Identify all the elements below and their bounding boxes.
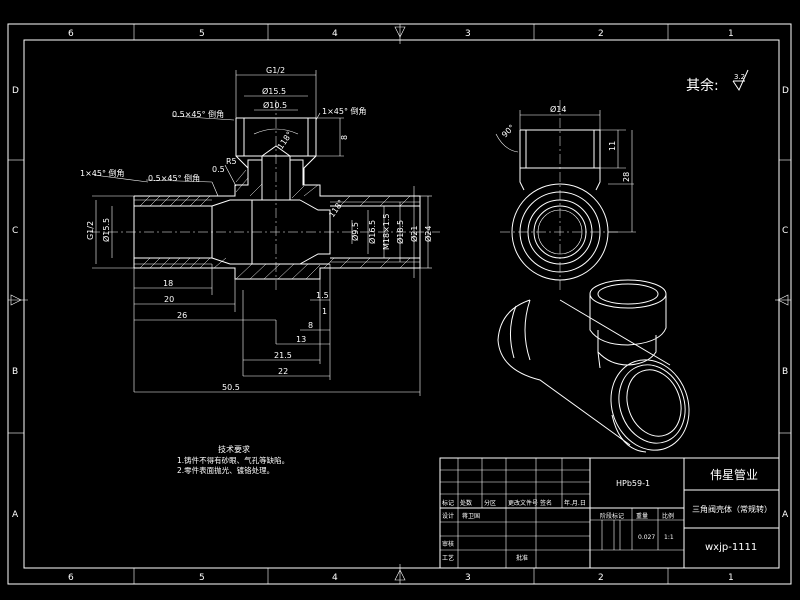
tb-part-name: 三角阀壳体（常规转） <box>692 504 772 514</box>
zone-right-a: A <box>782 510 789 520</box>
dim-1: 1 <box>322 307 327 316</box>
dim-28: 28 <box>622 172 631 182</box>
tb-label-count: 处数 <box>460 499 472 507</box>
dim-g12-top: G1/2 <box>266 66 285 75</box>
section-hatching <box>139 169 411 280</box>
tb-stage-label: 阶段标记 <box>600 512 624 520</box>
tb-design-label: 设计 <box>442 512 454 520</box>
chamfer-top-left: 0.5×45° 倒角 <box>172 109 224 119</box>
dim-r05: 0.5 <box>212 165 225 174</box>
tb-process-label: 工艺 <box>442 554 454 562</box>
zone-left-a: A <box>12 510 19 520</box>
tb-designer: 蒋卫国 <box>462 512 480 520</box>
dim-d24: Ø24 <box>423 226 433 242</box>
dim-20: 20 <box>164 295 174 304</box>
dim-8: 8 <box>308 321 313 330</box>
roughness-value: 3.2 <box>734 73 745 81</box>
dim-m18: M18×1.5 <box>382 213 391 250</box>
isometric-view <box>497 279 690 453</box>
title-block-text: HPb59-1 伟星管业 三角阀壳体（常规转） wxjp-1111 标记 处数 … <box>442 467 772 562</box>
tech-req-title: 技术要求 <box>218 444 250 454</box>
zone-bottom-4: 4 <box>332 573 338 583</box>
tb-weight: 0.027 <box>638 534 655 541</box>
zone-left-d: D <box>12 86 19 96</box>
technical-requirements: 技术要求 1.铸件不得有砂眼、气孔等缺陷。 2.零件表面抛光、镀铬处理。 <box>177 444 289 475</box>
tb-material: HPb59-1 <box>616 479 650 488</box>
dim-angle-90: 90° <box>500 123 516 139</box>
dim-g12-left: G1/2 <box>86 221 95 240</box>
tech-req-line-2: 2.零件表面抛光、镀铬处理。 <box>177 465 274 475</box>
dim-21-5: 21.5 <box>274 351 292 360</box>
tech-req-line-1: 1.铸件不得有砂眼、气孔等缺陷。 <box>177 455 289 465</box>
zone-right-d: D <box>782 86 789 96</box>
dim-d95: Ø9.5 <box>350 222 360 241</box>
dim-r5: R5 <box>226 157 237 166</box>
dim-d155-left: Ø15.5 <box>101 218 111 242</box>
dim-50-5: 50.5 <box>222 383 240 392</box>
angle-118-top: 118° <box>276 130 294 151</box>
dim-1-5: 1.5 <box>316 291 329 300</box>
tb-label-change-doc: 更改文件号 <box>508 499 538 507</box>
zone-top-1: 1 <box>728 29 734 39</box>
tb-label-sign: 签名 <box>540 499 552 507</box>
side-view <box>495 100 636 290</box>
dim-d21: Ø21 <box>409 226 419 242</box>
tb-approve-label: 批准 <box>516 554 528 562</box>
tb-label-mark: 标记 <box>442 499 454 507</box>
chamfer-left-2: 0.5×45° 倒角 <box>148 173 200 183</box>
tb-check-label: 审核 <box>442 540 454 548</box>
zone-left-c: C <box>12 226 18 236</box>
zone-bottom-2: 2 <box>598 573 604 583</box>
dim-22: 22 <box>278 367 288 376</box>
front-view-dimensions: G1/2 Ø15.5 Ø10.5 0.5×45° 倒角 1×45° 倒角 118… <box>80 66 433 392</box>
dim-26: 26 <box>177 311 187 320</box>
chamfer-top-right: 1×45° 倒角 <box>322 106 367 116</box>
zone-bottom-6: 6 <box>68 573 74 583</box>
tb-label-zone: 分区 <box>484 499 496 507</box>
roughness-label: 其余: <box>686 77 719 94</box>
tb-weight-label: 重量 <box>636 512 648 520</box>
zone-top-4: 4 <box>332 29 338 39</box>
title-block <box>439 457 780 569</box>
dim-d14: Ø14 <box>550 104 566 114</box>
dim-d185: Ø18.5 <box>395 220 405 244</box>
dim-d165: Ø16.5 <box>367 220 377 244</box>
tb-scale: 1:1 <box>664 534 674 541</box>
dim-d155-top: Ø15.5 <box>262 86 286 96</box>
drawing-frame <box>7 23 792 585</box>
dim-18: 18 <box>163 279 173 288</box>
zone-right-b: B <box>782 367 788 377</box>
dim-d105-top: Ø10.5 <box>263 100 287 110</box>
zone-left-b: B <box>12 367 18 377</box>
surface-roughness-note: 其余: 3.2 <box>686 69 749 94</box>
tb-company: 伟星管业 <box>710 467 758 482</box>
zone-bottom-1: 1 <box>728 573 734 583</box>
front-section-view <box>90 70 440 396</box>
zone-labels: 6 5 4 3 2 1 6 5 4 3 2 1 D C B A D C B A <box>12 29 789 583</box>
dim-13: 13 <box>296 335 306 344</box>
dim-8-right: 8 <box>340 135 349 140</box>
tb-drawing-no: wxjp-1111 <box>705 542 757 553</box>
angle-118-right: 118° <box>327 198 345 219</box>
zone-top-5: 5 <box>199 29 205 39</box>
dim-11: 11 <box>608 141 617 151</box>
roughness-symbol-icon <box>732 69 749 92</box>
zone-right-c: C <box>782 226 788 236</box>
chamfer-left-1: 1×45° 倒角 <box>80 168 125 178</box>
zone-bottom-3: 3 <box>465 573 471 583</box>
tb-scale-label: 比例 <box>662 512 674 520</box>
zone-top-6: 6 <box>68 29 74 39</box>
zone-bottom-5: 5 <box>199 573 205 583</box>
zone-top-3: 3 <box>465 29 471 39</box>
zone-top-2: 2 <box>598 29 604 39</box>
tb-label-date: 年.月.日 <box>564 499 586 507</box>
